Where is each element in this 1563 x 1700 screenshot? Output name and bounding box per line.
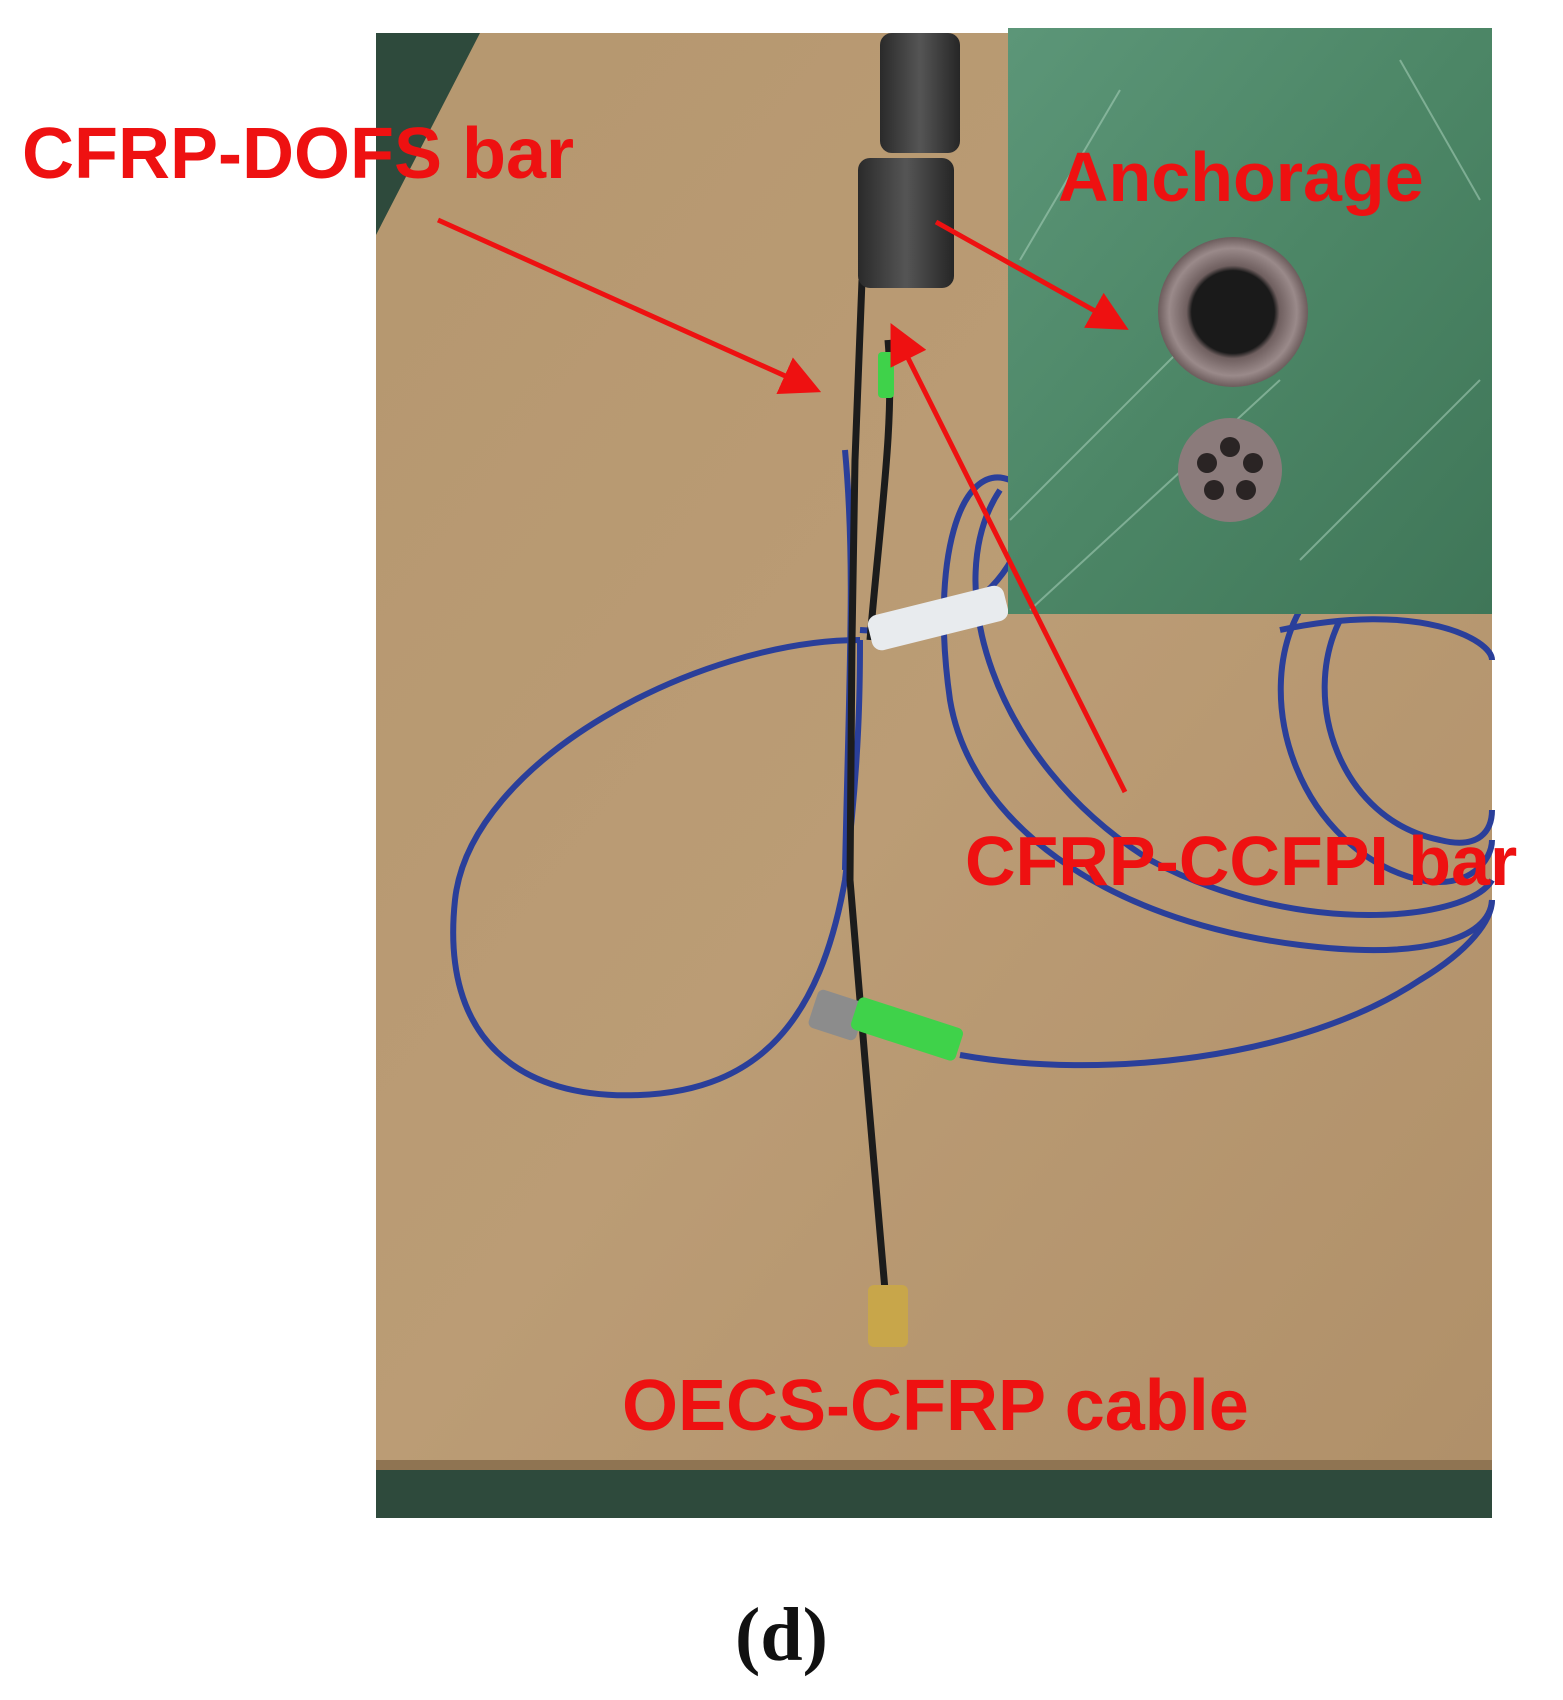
cardboard-edge [376,1460,1492,1470]
label-cfrp-dofs-bar: CFRP-DOFS bar [22,114,575,194]
anchor-mid [858,158,954,288]
arrow-ccfpi [890,323,1128,794]
arrow-dofs [436,217,822,394]
anchorage-ring [1158,237,1308,387]
green-connector [850,997,964,1061]
arrows [436,217,1129,794]
white-sleeve [867,585,1009,651]
figure-caption: (d) [735,1593,828,1677]
label-oecs-cfrp-cable: OECS-CFRP cable [622,1366,1249,1446]
arrow-anchorage [934,219,1129,330]
inset-scratches [1009,59,1481,611]
green-connector-small [878,352,894,398]
anchor-top [880,33,960,153]
wedge-holes [1197,437,1263,500]
wedge-plate [1178,418,1282,522]
connector-metal [808,989,866,1041]
label-cfrp-ccfpi-bar: CFRP-CCFPI bar [965,822,1518,900]
label-anchorage: Anchorage [1058,138,1424,216]
sma-connector [868,1285,908,1347]
